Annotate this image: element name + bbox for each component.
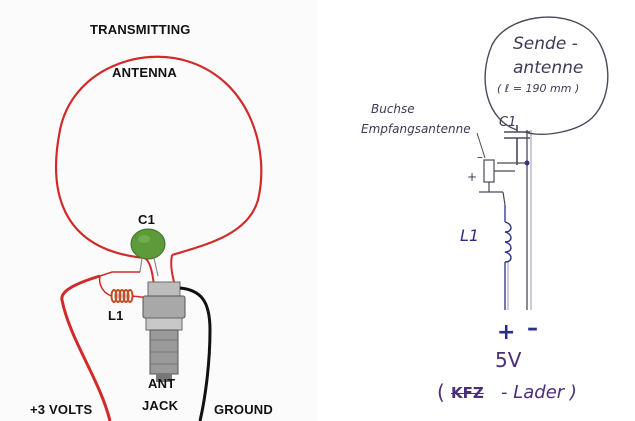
l1-label: L1 bbox=[108, 308, 124, 323]
sketch-loop-antenna bbox=[484, 16, 609, 135]
sketch-panel: Sende - antenne ( ℓ = 190 mm ) Buchse Em… bbox=[317, 0, 635, 421]
voltage-label: 5V bbox=[495, 348, 522, 372]
loop-lead-left bbox=[144, 257, 155, 286]
capacitor-c1 bbox=[130, 228, 166, 277]
coil-l1 bbox=[98, 271, 151, 303]
jack-minus-mark: – bbox=[477, 150, 483, 164]
antenna-length-label: ( ℓ = 190 mm ) bbox=[497, 82, 580, 95]
sketch-capacitor-c1 bbox=[504, 125, 530, 165]
sende-label: Sende - bbox=[513, 34, 578, 54]
ant-label: ANT bbox=[148, 376, 176, 391]
sketch-coil-l1 bbox=[504, 221, 512, 263]
c1-label: C1 bbox=[138, 212, 156, 227]
transmitting-label: TRANSMITTING bbox=[90, 22, 191, 37]
photo-drawing bbox=[54, 55, 263, 421]
sketch-jack-leader bbox=[476, 132, 486, 159]
bnc-jack bbox=[142, 281, 186, 382]
buchse-label: Buchse bbox=[371, 102, 415, 116]
schematic-drawing bbox=[476, 16, 609, 310]
antenne-label: antenne bbox=[513, 58, 584, 78]
empfangsantenne-label: Empfangsantenne bbox=[361, 122, 471, 136]
loop-antenna-wire bbox=[54, 55, 263, 260]
sketch-c1-label: C1 bbox=[499, 115, 517, 130]
plus-3-volts-label: +3 VOLTS bbox=[30, 402, 93, 417]
minus-terminal-label: – bbox=[527, 316, 538, 341]
kfz-crossed-label: KFZ bbox=[451, 384, 484, 402]
sketch-l1-label: L1 bbox=[460, 226, 480, 245]
ground-lead-wire bbox=[179, 286, 212, 421]
plus-terminal-label: + bbox=[497, 320, 516, 345]
charger-open-paren: ( bbox=[437, 380, 445, 404]
antenna-label: ANTENNA bbox=[112, 65, 177, 80]
ground-label: GROUND bbox=[214, 402, 273, 417]
jack-label: JACK bbox=[142, 398, 179, 413]
lader-label: - Lader ) bbox=[501, 382, 577, 403]
sketch-jack-symbol bbox=[479, 159, 515, 193]
photo-panel: TRANSMITTING ANTENNA C1 L1 ANT JACK +3 V… bbox=[0, 0, 317, 421]
positive-lead-wire bbox=[60, 274, 112, 421]
jack-plus-mark: + bbox=[467, 170, 478, 184]
